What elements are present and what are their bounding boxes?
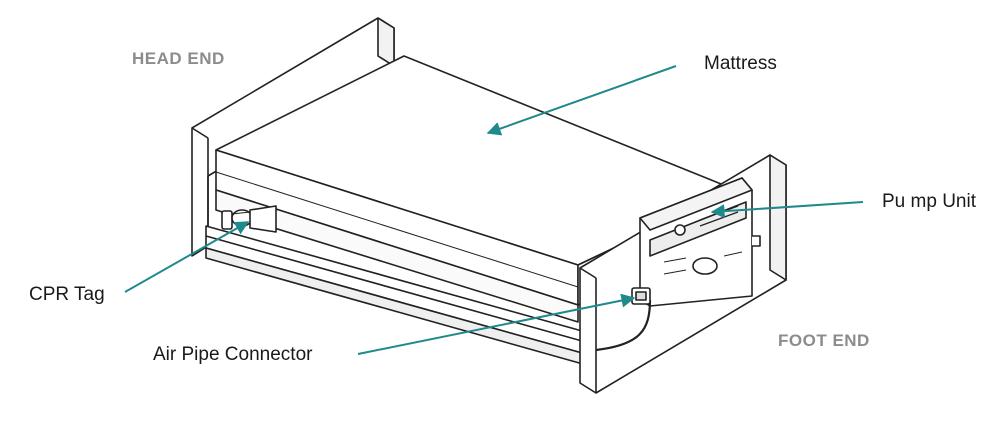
pump-unit-label: Pu mp Unit (882, 191, 976, 212)
air-pipe-connector-label: Air Pipe Connector (153, 344, 313, 365)
pump-unit-arrow (710, 201, 864, 219)
cpr-tag-label: CPR Tag (29, 284, 105, 305)
mattress-arrow (486, 65, 677, 136)
mattress-label: Mattress (704, 53, 777, 74)
head-end-label: HEAD END (132, 49, 225, 68)
cpr-tag-arrow (124, 221, 250, 293)
air-pipe-connector (595, 287, 652, 352)
air-pipe-connector-arrow (357, 293, 636, 355)
foot-end-label: FOOT END (778, 331, 870, 350)
